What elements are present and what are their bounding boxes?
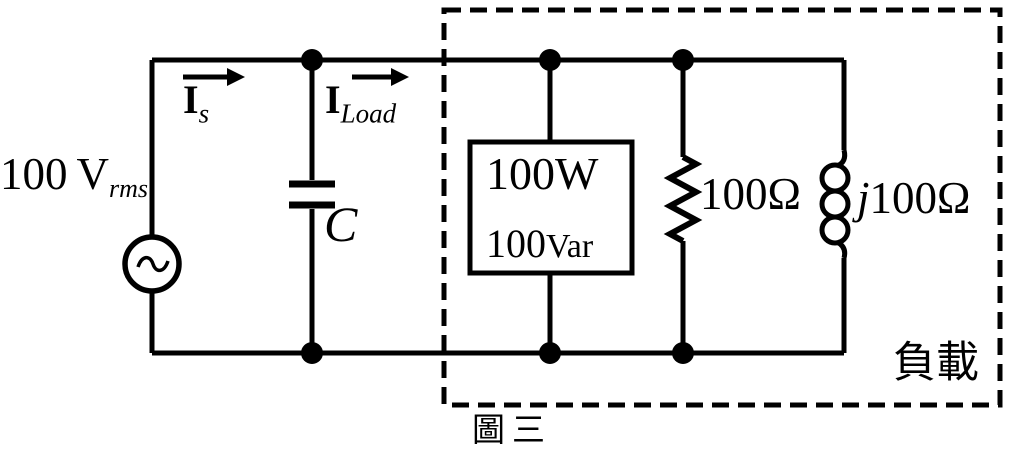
power-box-watts-label: 100W [486,148,599,199]
resistor-label: 100Ω [700,169,801,219]
junction-dot [539,342,561,364]
junction-dot [301,342,323,364]
load-current-subscript: Load [340,98,397,129]
load-region-label: 負載 [893,340,979,387]
load-current-label: ILoad [325,80,396,127]
inductor-value: 100Ω [869,173,971,223]
inductor-loop [819,188,851,220]
junction-dot [539,49,561,71]
inductor-hook-bottom [835,239,848,259]
inductor [819,60,851,353]
load-current-arrow-icon [352,68,409,86]
capacitor-label: C [324,196,358,252]
power-box-var-unit: Var [546,228,594,265]
junction-dot [301,49,323,71]
inductor-loop [819,162,851,194]
dashed-load-boundary [441,7,1003,408]
ac-source-circle [122,234,182,294]
source-voltage-unit: V [76,149,110,199]
inductor-label: j100Ω [857,176,970,221]
capacitor [289,60,335,353]
power-load-branch [467,60,635,353]
power-box-var-label: 100Var [486,224,593,264]
ac-source [122,234,182,294]
inductor-loop [819,214,851,246]
source-current-arrow-icon [183,68,245,86]
source-voltage-value: 100 [0,149,68,199]
junction-dot [672,49,694,71]
junction-dot [672,342,694,364]
inductor-j-prefix: j [857,173,870,223]
load-current-symbol: I [325,77,341,122]
source-current-subscript: s [198,98,210,129]
resistor-zigzag [663,154,703,244]
figure-caption: 圖三 [472,413,552,449]
source-voltage-unit-subscript: rms [109,174,149,203]
sine-wave-icon [136,255,170,273]
power-box-var-value: 100 [486,221,546,266]
resistor [663,60,703,353]
source-current-label: Is [183,80,209,127]
source-current-symbol: I [183,77,199,122]
